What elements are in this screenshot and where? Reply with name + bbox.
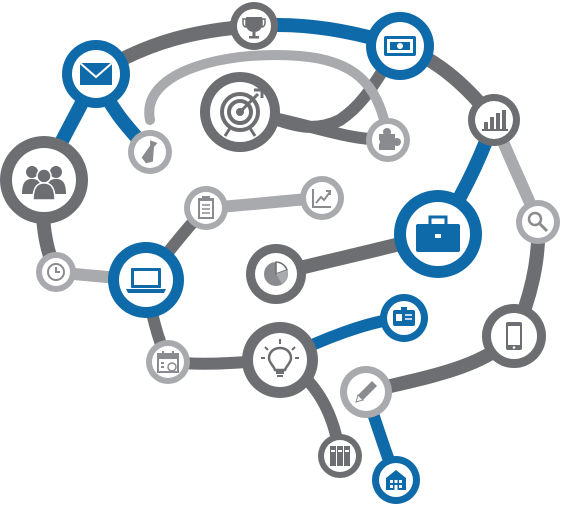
bar-chart-icon — [482, 110, 508, 131]
search-icon — [527, 211, 549, 233]
calendar-icon — [157, 351, 179, 373]
puzzle-icon — [374, 128, 401, 150]
node-clipboard — [184, 186, 228, 230]
growth-chart-icon — [312, 189, 331, 208]
smartphone-icon — [506, 322, 522, 350]
link-inner-arc — [144, 49, 393, 145]
building-icon — [386, 470, 406, 490]
pencil-icon — [355, 381, 377, 403]
node-pie — [246, 244, 306, 304]
clipboard-icon — [198, 196, 214, 219]
pie-chart-icon — [264, 261, 288, 286]
node-trophy — [230, 2, 278, 50]
node-bar-chart — [468, 94, 520, 146]
node-puzzle — [366, 118, 410, 162]
node-growth — [300, 176, 344, 220]
node-building — [372, 456, 420, 504]
node-money — [366, 12, 434, 80]
clock-icon — [47, 263, 65, 281]
mail-icon — [79, 62, 113, 85]
node-id-card — [380, 294, 428, 342]
briefcase-icon — [416, 215, 460, 252]
tie-icon — [141, 140, 158, 164]
node-briefcase — [394, 190, 482, 278]
node-clock — [36, 252, 76, 292]
node-phone — [482, 304, 546, 368]
node-search — [516, 200, 560, 244]
node-team — [0, 136, 88, 224]
node-pencil — [340, 366, 392, 418]
node-mail — [62, 40, 130, 108]
node-calendar — [146, 340, 190, 384]
lightbulb-icon — [261, 339, 299, 377]
node-laptop — [108, 242, 184, 318]
laptop-icon — [126, 268, 166, 293]
node-bulb — [242, 322, 318, 398]
binders-icon — [330, 446, 350, 466]
node-target — [200, 72, 280, 152]
node-tie — [128, 130, 172, 174]
id-card-icon — [393, 307, 415, 326]
target-icon — [220, 88, 264, 137]
trophy-icon — [242, 17, 266, 39]
node-binders — [318, 434, 362, 478]
money-icon — [384, 36, 416, 56]
team-icon — [22, 166, 66, 201]
